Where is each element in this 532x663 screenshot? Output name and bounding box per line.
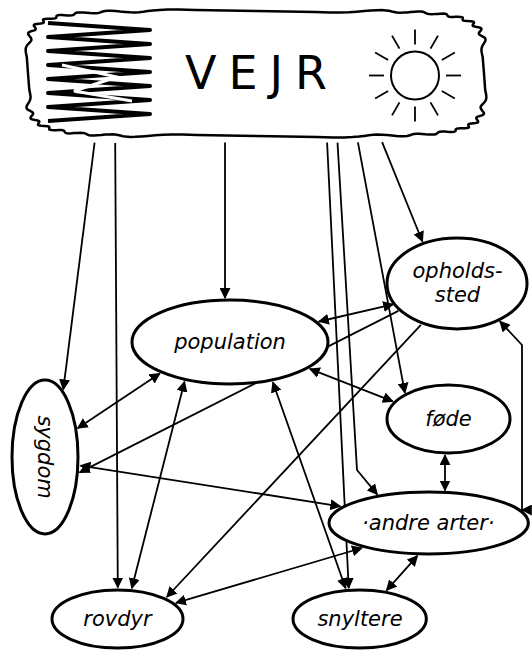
factor-ellipse: føde: [385, 383, 512, 455]
influence-arrow: [387, 556, 418, 590]
influence-arrow: [132, 382, 185, 589]
factor-ellipse: snyltere: [291, 588, 428, 650]
ellipse-border: [329, 492, 528, 554]
cloud-border: [26, 10, 487, 138]
influence-arrow: [310, 369, 393, 402]
influence-arrow: [224, 143, 226, 298]
sun-ray: [431, 102, 439, 115]
influence-arrow: [80, 311, 399, 473]
factor-label: snyltere: [317, 607, 402, 631]
influence-arrow: [338, 143, 378, 495]
influence-arrow: [273, 382, 346, 588]
factor-label: føde: [425, 407, 472, 431]
influence-arrow: [115, 143, 118, 588]
ellipse-border: [52, 590, 183, 648]
sun-ray: [392, 102, 400, 115]
factor-label: population: [174, 330, 286, 354]
sun-ray: [431, 36, 439, 49]
ellipse-border: [132, 300, 328, 384]
sun-ray: [442, 53, 455, 61]
influence-arrow: [78, 374, 160, 429]
sun-ray: [446, 75, 461, 77]
influence-arrow: [382, 142, 422, 241]
factor-ellipse: population: [130, 298, 330, 386]
sun-ray: [414, 30, 416, 45]
factor-label: ·andre arter·: [362, 511, 494, 535]
factor-ellipse: sygdom: [10, 378, 80, 536]
weather-cloud: VEJR: [22, 5, 490, 142]
factor-label: opholds- sted: [412, 259, 502, 307]
sun-ray: [392, 36, 400, 49]
influence-arrow: [81, 466, 341, 507]
sun-ray: [375, 91, 388, 99]
sun-ray: [414, 107, 416, 122]
influence-arrow: [444, 455, 446, 490]
ellipse-border: [387, 238, 527, 329]
factor-ellipse: rovdyr: [50, 588, 185, 650]
sun-disc: [391, 52, 439, 100]
ellipse-border: [387, 385, 510, 453]
ellipse-border: [293, 590, 426, 648]
weather-title: VEJR: [173, 47, 339, 100]
lightning-gap: [62, 65, 132, 101]
factor-label: rovdyr: [83, 607, 151, 631]
storm-scribble: [48, 23, 150, 121]
sun-ray: [375, 53, 388, 61]
sun-ray: [369, 75, 384, 77]
influence-arrow: [63, 143, 94, 390]
factor-ellipse: opholds- sted: [385, 236, 529, 331]
ellipse-border: [12, 380, 78, 534]
factor-label: sygdom: [33, 415, 57, 498]
sun-ray: [442, 91, 455, 99]
factor-ellipse: ·andre arter·: [327, 490, 530, 556]
